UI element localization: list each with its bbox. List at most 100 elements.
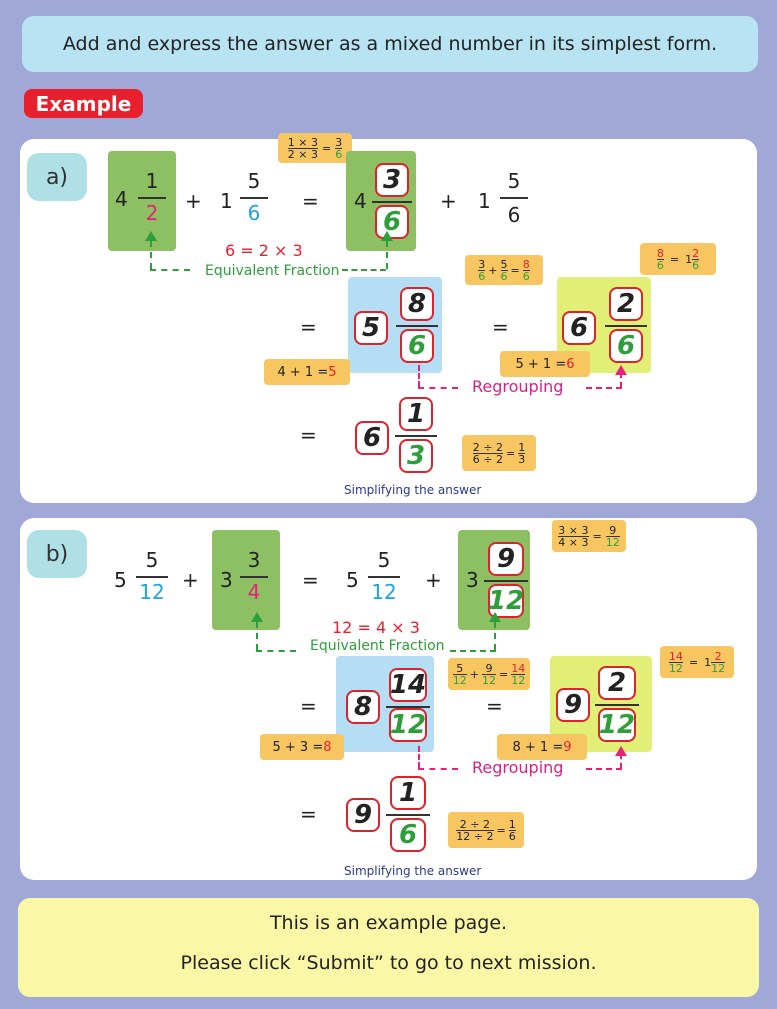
simplifying-label: Simplifying the answer <box>344 483 482 497</box>
dashed-connector <box>150 269 190 271</box>
fraction-bar <box>386 706 430 708</box>
equals-sign: = <box>300 802 317 826</box>
factor-equation: 6 = 2 × 3 <box>225 241 303 260</box>
numerator-box: 2 <box>598 666 636 700</box>
equals-sign: = <box>300 694 317 718</box>
denominator-box: 12 <box>389 708 427 742</box>
part-b-panel: b) 5 5 12 + 3 3 4 = 5 5 12 + 3 9 12 3 × … <box>20 518 757 880</box>
dashed-connector <box>450 650 496 652</box>
part-b-label: b) <box>27 530 87 578</box>
fraction-b2-highlight <box>212 530 280 630</box>
dashed-connector <box>620 754 622 768</box>
whole-number: 3 <box>220 568 233 592</box>
example-badge-label: Example <box>35 91 132 116</box>
regrouping-label: Regrouping <box>472 377 564 396</box>
dashed-connector <box>494 622 496 650</box>
fraction-bar <box>240 576 268 578</box>
fraction-bar <box>372 201 412 203</box>
footer-line-2: Please click “Submit” to go to next miss… <box>180 952 597 974</box>
denominator-box: 6 <box>609 329 643 363</box>
factor-equation: 12 = 4 × 3 <box>332 618 420 637</box>
plus-sign: + <box>185 189 202 213</box>
whole-number: 1 <box>220 189 233 213</box>
whole-number: 4 <box>115 187 128 211</box>
dashed-connector <box>418 365 420 387</box>
equivalent-fraction-label: Equivalent Fraction <box>310 638 445 654</box>
denominator: 4 <box>247 580 261 604</box>
regroup-wholes-note: 8 + 1 = 9 <box>497 734 587 760</box>
footer-line-1: This is an example page. <box>269 912 508 934</box>
denominator-box: 3 <box>399 439 433 473</box>
whole-box: 5 <box>354 311 388 345</box>
fraction-bar <box>240 197 268 199</box>
whole-box: 9 <box>346 798 380 832</box>
equals-sign: = <box>302 568 319 592</box>
fraction-bar <box>500 197 528 199</box>
dashed-connector <box>386 241 388 269</box>
arrow-up-icon <box>251 612 263 622</box>
whole-box: 6 <box>355 421 389 455</box>
dashed-connector <box>418 387 458 389</box>
arrow-up-icon <box>615 365 627 375</box>
numerator: 3 <box>247 548 261 572</box>
dashed-connector <box>418 768 458 770</box>
numerator: 1 <box>145 169 159 193</box>
numerator-box: 3 <box>375 163 409 197</box>
fraction-a1-highlight <box>108 151 176 251</box>
arrow-up-icon <box>381 231 393 241</box>
fraction-bar <box>605 325 647 327</box>
equivalent-fraction-label: Equivalent Fraction <box>205 263 340 279</box>
equals-sign: = <box>300 423 317 447</box>
plus-sign: + <box>182 568 199 592</box>
instruction-banner: Add and express the answer as a mixed nu… <box>22 16 758 72</box>
add-wholes-note: 5 + 3 = 8 <box>260 734 344 760</box>
dashed-connector <box>586 387 622 389</box>
numerator-box: 1 <box>399 397 433 431</box>
regrouping-label: Regrouping <box>472 758 564 777</box>
dashed-connector <box>256 650 296 652</box>
dashed-connector <box>256 622 258 650</box>
numerator: 5 <box>377 548 391 572</box>
arrow-up-icon <box>489 612 501 622</box>
whole-number: 1 <box>478 189 491 213</box>
numerator-box: 2 <box>609 287 643 321</box>
denominator: 6 <box>507 203 521 227</box>
denominator: 2 <box>145 201 159 225</box>
whole-number: 5 <box>114 568 127 592</box>
whole-box: 6 <box>562 311 596 345</box>
numerator: 5 <box>145 548 159 572</box>
numerator: 5 <box>247 169 261 193</box>
denominator: 12 <box>139 580 165 604</box>
example-badge: Example <box>24 89 143 118</box>
dashed-connector <box>150 241 152 269</box>
dashed-connector <box>620 373 622 387</box>
denominator-box: 12 <box>598 708 636 742</box>
fraction-bar <box>138 197 166 199</box>
numerator: 5 <box>507 169 521 193</box>
part-a-label: a) <box>27 153 87 201</box>
denominator: 12 <box>371 580 397 604</box>
equals-sign: = <box>302 189 319 213</box>
equals-sign: = <box>486 694 503 718</box>
regroup-wholes-note: 5 + 1 = 6 <box>500 351 590 377</box>
plus-sign: + <box>440 189 457 213</box>
whole-box: 8 <box>346 690 380 724</box>
arrow-up-icon <box>615 746 627 756</box>
dashed-connector <box>586 768 622 770</box>
denominator-box: 6 <box>400 329 434 363</box>
equals-sign: = <box>300 315 317 339</box>
denominator-box: 6 <box>390 818 426 852</box>
add-wholes-note: 4 + 1 = 5 <box>264 359 350 385</box>
whole-number: 5 <box>346 568 359 592</box>
numerator-box: 9 <box>488 542 524 576</box>
dashed-connector <box>342 269 386 271</box>
whole-number: 4 <box>354 189 367 213</box>
